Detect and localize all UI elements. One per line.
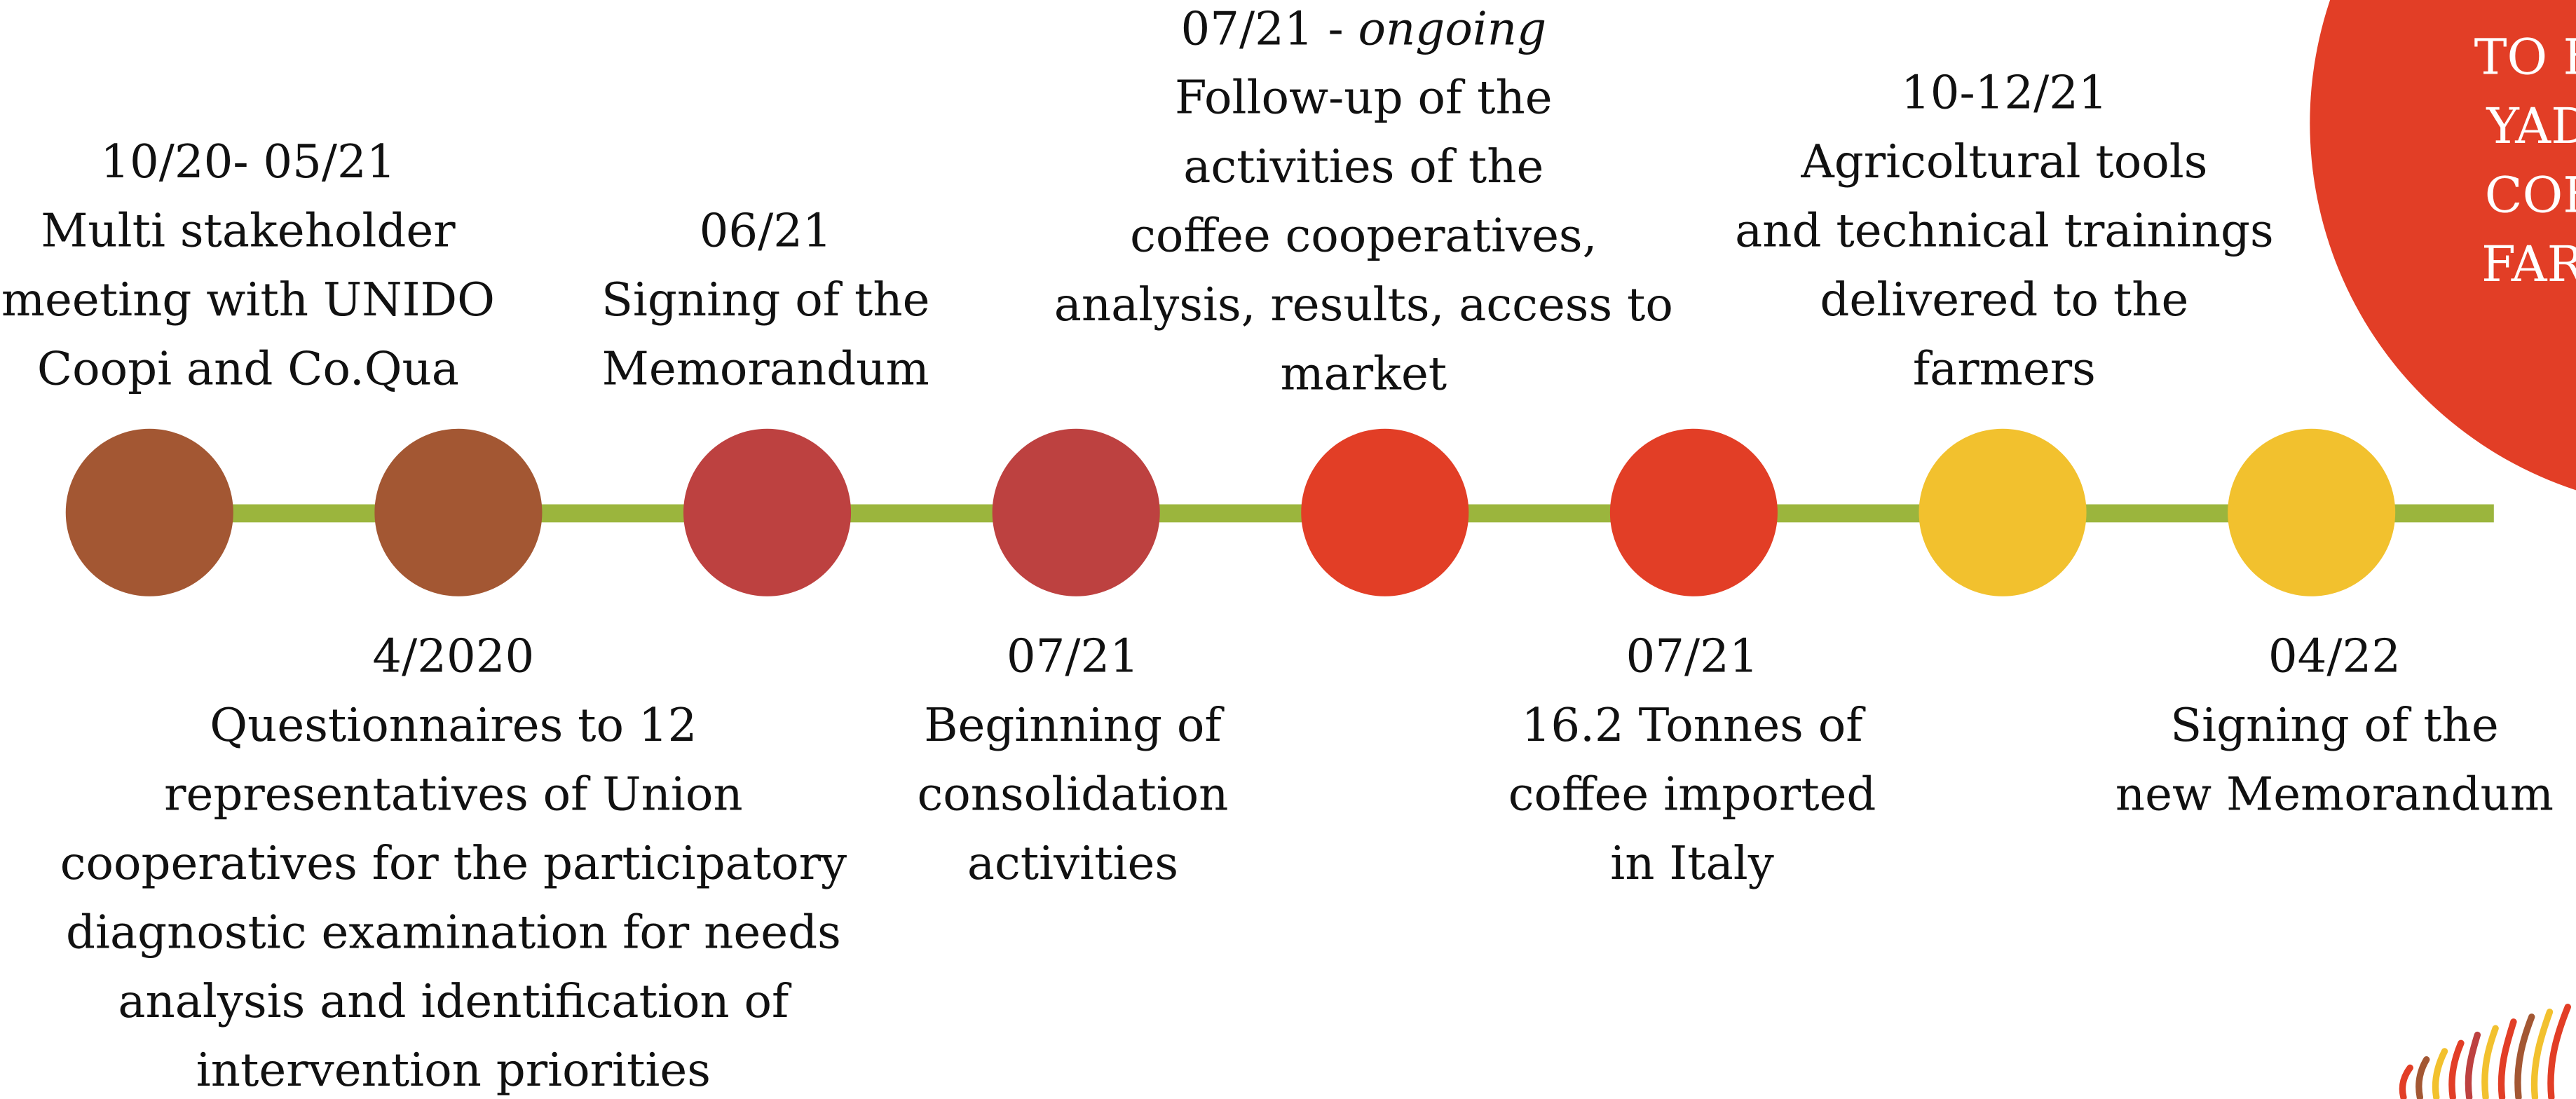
badge-line: TO BUR [2474,29,2576,88]
timeline-node [992,428,1160,596]
event-text: Agricoltural tools [1801,135,2208,189]
decorative-strokes-icon [2399,1004,2571,1099]
event-top-follow-up: 07/21 - ongoing Follow-up of the activit… [1054,0,1673,409]
timeline-node [2228,428,2396,596]
badge-line: COFFE [2484,168,2576,226]
event-text: Coopi and Co.Qua [36,341,459,396]
event-text: new Memorandum [2115,767,2554,821]
event-date: 07/21 [1006,629,1140,683]
event-text: analysis and identification of [118,974,789,1029]
timeline-node [1609,428,1778,596]
event-text: coffee cooperatives, [1130,208,1597,263]
event-date: 4/2020 [372,629,535,683]
event-text: Multi stakeholder [41,203,456,258]
event-text: and technical trainings [1735,203,2274,258]
event-text: activities of the [1183,139,1544,194]
event-text: activities [967,835,1179,891]
badge-line: FARME [2481,236,2576,294]
event-text: Follow-up of the [1175,70,1553,125]
event-text: meeting with UNIDO [1,273,495,327]
timeline-node [683,428,852,596]
event-text: Beginning of [924,698,1222,753]
event-top-stakeholder-meeting: 10/20- 05/21 Multi stakeholder meeting w… [1,128,495,404]
event-date: 10-12/21 [1900,65,2108,121]
event-text: analysis, results, access to [1054,278,1673,332]
event-bottom-questionnaires: 4/2020 Questionnaires to 12 representati… [60,622,847,1099]
event-text: consolidation [917,767,1229,821]
timeline-node [1919,428,2087,596]
event-date: 06/21 [699,203,832,258]
timeline-node [65,428,233,596]
event-text: farmers [1912,341,2096,396]
event-bottom-coffee-import: 07/21 16.2 Tonnes of coffee imported in … [1508,622,1876,899]
event-text: cooperatives for the participatory [60,835,847,891]
event-text: diagnostic examination for needs [65,905,841,960]
timeline-node [374,428,543,596]
event-text: coffee imported [1508,767,1876,821]
event-date-italic: ongoing [1358,1,1547,56]
badge-line: YADOV [2486,98,2576,156]
event-text: intervention priorities [196,1043,711,1098]
event-text: 16.2 Tonnes of [1521,698,1863,753]
event-top-memorandum-signing: 06/21 Signing of the Memorandum [601,197,929,404]
event-text: market [1280,346,1447,401]
event-text: Signing of the [601,273,930,327]
timeline-node [1301,428,1469,596]
event-bottom-new-memorandum: 04/22 Signing of the new Memorandum [2115,622,2554,829]
event-text: Questionnaires to 12 [210,698,697,753]
event-text: Signing of the [2170,698,2499,753]
event-text: in Italy [1610,835,1774,891]
event-date: 10/20- 05/21 [100,135,396,189]
event-text: Memorandum [601,341,929,396]
event-text: representatives of Union [164,767,743,821]
event-text: delivered to the [1820,273,2189,327]
event-date: 04/22 [2268,629,2401,683]
event-date: 07/21 - ongoing [1180,1,1547,56]
event-top-agricultural-tools: 10-12/21 Agricoltural tools and technica… [1735,59,2274,404]
event-bottom-consolidation: 07/21 Beginning of consolidation activit… [917,622,1228,899]
badge-text: TO BUR YADOV COFFE FARME [2329,25,2576,301]
event-date: 07/21 [1626,629,1759,683]
